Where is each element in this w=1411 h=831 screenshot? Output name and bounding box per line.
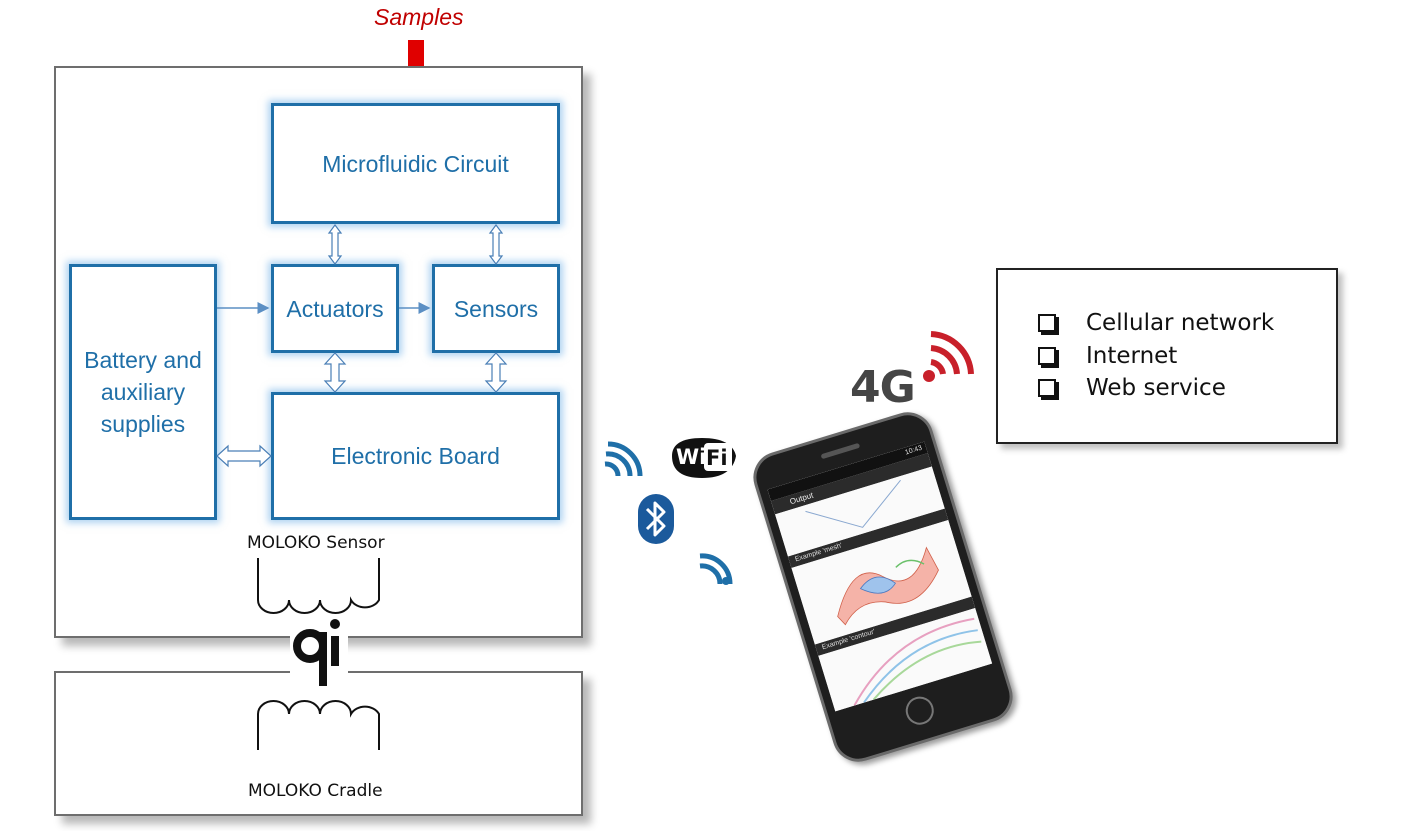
signal-small-icon — [699, 553, 733, 585]
checkbox-icon — [1038, 379, 1056, 397]
actuators-block: Actuators — [271, 264, 399, 353]
actuators-label: Actuators — [286, 295, 384, 322]
wifi-logo-icon: Wi Fi — [672, 438, 736, 478]
sensors-label: Sensors — [453, 295, 539, 322]
moloko-cradle-frame — [54, 671, 583, 816]
checkbox-icon — [1038, 347, 1056, 365]
smartphone-icon: 10:43 Output Example 'mesh' Example 'con… — [746, 405, 1020, 769]
wifi-fi-text: Fi — [706, 446, 728, 470]
moloko-cradle-caption: MOLOKO Cradle — [248, 781, 383, 801]
qi-logo-icon — [290, 619, 348, 688]
sensors-block: Sensors — [432, 264, 560, 353]
4g-signal-icon — [923, 331, 974, 382]
cradle-coil-icon — [257, 700, 380, 750]
microfluidic-actuators-arrow — [327, 224, 343, 265]
microfluidic-circuit-label: Microfluidic Circuit — [322, 150, 509, 177]
electronic-board-block: Electronic Board — [271, 392, 560, 520]
list-item: Web service — [1038, 375, 1226, 401]
microfluidic-circuit-block: Microfluidic Circuit — [271, 103, 560, 224]
actuators-electronic-arrow — [323, 352, 347, 393]
wifi-wi-text: Wi — [676, 445, 706, 469]
sensor-coil-icon — [257, 558, 380, 614]
signal-wave-icon — [604, 441, 643, 477]
4g-label: 4G — [850, 362, 916, 413]
network-list-box: Cellular network Internet Web service — [996, 268, 1338, 444]
electronic-board-label: Electronic Board — [331, 443, 500, 469]
battery-electronic-arrow — [216, 444, 272, 468]
list-item-label: Web service — [1086, 375, 1226, 401]
moloko-sensor-caption: MOLOKO Sensor — [247, 533, 385, 553]
battery-block: Battery and auxiliary supplies — [69, 264, 217, 520]
microfluidic-sensors-arrow — [488, 224, 504, 265]
list-item: Internet — [1038, 343, 1177, 369]
sensors-electronic-arrow — [484, 352, 508, 393]
bluetooth-icon — [638, 494, 674, 544]
checkbox-icon — [1038, 314, 1056, 332]
list-item: Cellular network — [1038, 310, 1274, 336]
samples-label: Samples — [374, 4, 464, 30]
battery-label: Battery and auxiliary supplies — [84, 347, 202, 437]
list-item-label: Internet — [1086, 343, 1178, 369]
phone-screen: 10:43 Output Example 'mesh' Example 'con… — [767, 441, 993, 712]
list-item-label: Cellular network — [1086, 310, 1275, 336]
